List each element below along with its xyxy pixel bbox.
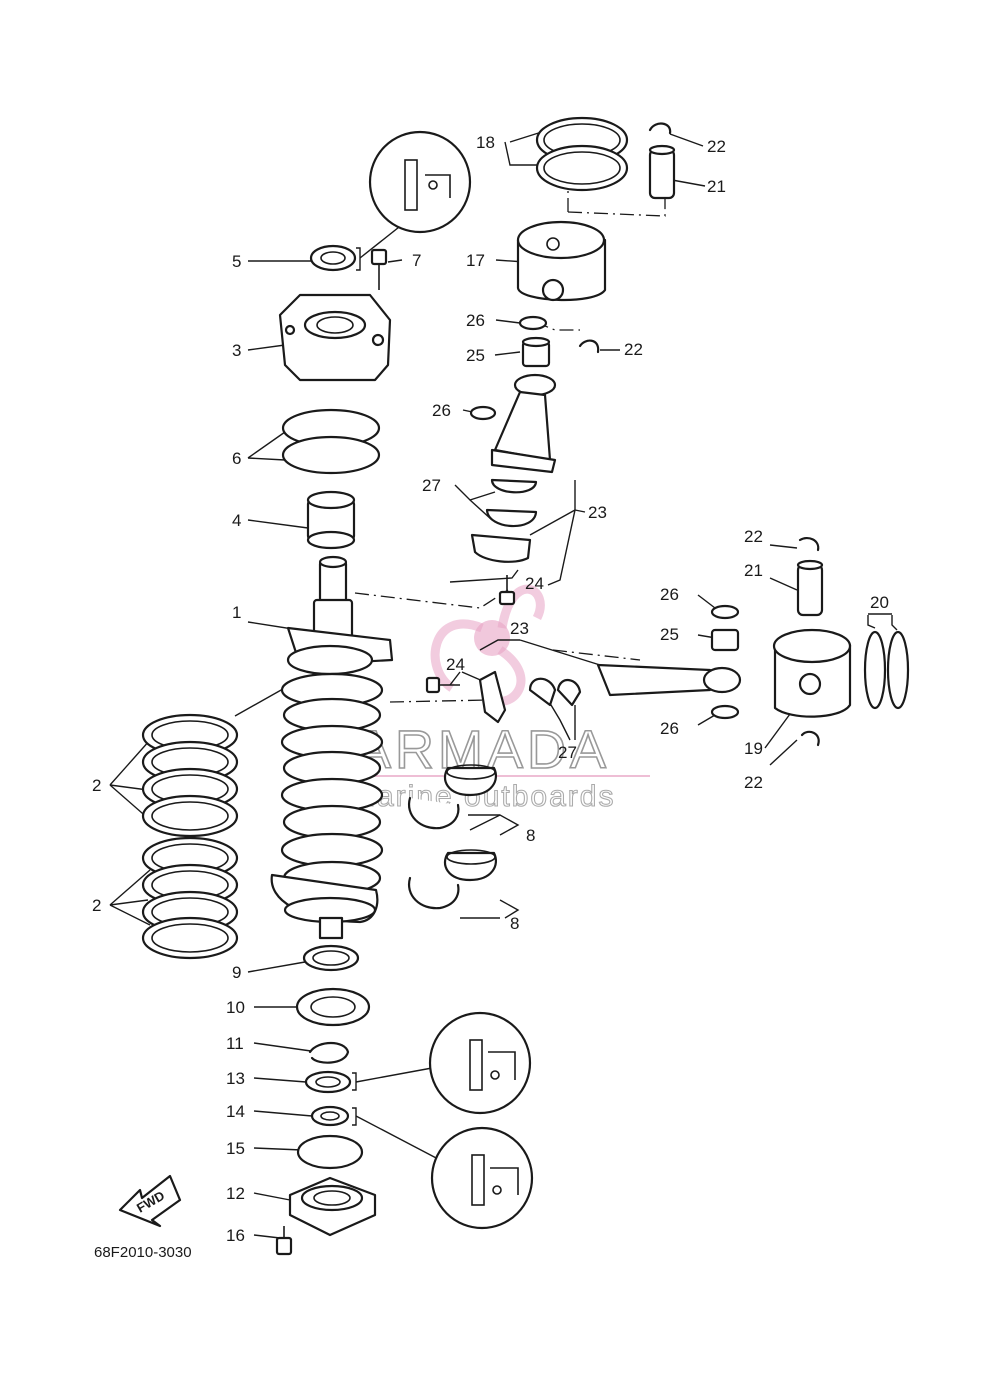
callout-17: 17	[466, 251, 485, 270]
washer-26-right-bottom	[710, 704, 740, 720]
callout-21a: 21	[707, 177, 726, 196]
callout-26c: 26	[660, 585, 679, 604]
rod-cap-top	[470, 533, 532, 563]
seal-9	[302, 944, 360, 972]
callout-15: 15	[226, 1139, 245, 1158]
callout-18: 18	[476, 133, 495, 152]
oil-seal-5	[309, 244, 357, 272]
callout-14: 14	[226, 1102, 245, 1121]
needle-bearing-25-right	[710, 628, 740, 652]
watermark-logo-icon	[430, 584, 545, 707]
callout-8b: 8	[510, 914, 519, 933]
callout-9: 9	[232, 963, 241, 982]
ball-bearing-10	[295, 987, 371, 1027]
callout-22a: 22	[707, 137, 726, 156]
circlip-22-right-bottom	[800, 730, 820, 747]
circlip-22-mid	[578, 339, 600, 354]
detail-circle-lower-2	[430, 1126, 534, 1230]
callout-2a: 2	[92, 776, 101, 795]
rod-bolt-24-top	[498, 575, 516, 606]
callout-8a: 8	[526, 826, 535, 845]
oil-seal-14	[310, 1105, 350, 1127]
callout-4: 4	[232, 511, 241, 530]
callout-16: 16	[226, 1226, 245, 1245]
o-rings-6	[281, 408, 381, 475]
connecting-rod-23-side	[596, 663, 742, 697]
callout-3: 3	[232, 341, 241, 360]
callout-21b: 21	[744, 561, 763, 580]
oil-seal-13	[304, 1070, 352, 1094]
callout-13: 13	[226, 1069, 245, 1088]
leader-lines	[109, 129, 898, 1239]
callout-22c: 22	[744, 527, 763, 546]
bearing-halves-27-side	[528, 677, 582, 707]
main-bearings-8	[407, 764, 497, 910]
diagram-code: 68F2010-3030	[94, 1244, 192, 1261]
callout-2b: 2	[92, 896, 101, 915]
callout-6: 6	[232, 449, 241, 468]
piston-17	[516, 220, 607, 302]
o-ring-15	[296, 1134, 364, 1170]
rod-cap-side	[478, 670, 507, 724]
callout-26a: 26	[466, 311, 485, 330]
callout-7: 7	[412, 251, 421, 270]
callout-25b: 25	[660, 625, 679, 644]
bolt-7	[370, 248, 388, 290]
callout-22b: 22	[624, 340, 643, 359]
callout-23b: 23	[510, 619, 529, 638]
bolt-16	[275, 1226, 293, 1256]
washer-26-top	[518, 315, 548, 331]
circlip-22-top	[648, 122, 672, 135]
piston-rings-stack	[141, 713, 239, 960]
callout-12: 12	[226, 1184, 245, 1203]
callout-27b: 27	[558, 743, 577, 762]
callout-10: 10	[226, 998, 245, 1017]
upper-bearing-housing	[278, 293, 392, 382]
washer-26-right-top	[710, 604, 740, 620]
crankshaft	[270, 555, 394, 940]
callout-26b: 26	[432, 401, 451, 420]
crank-throws	[280, 644, 384, 896]
detail-circle-top	[368, 130, 472, 234]
callouts: 1 2 2 3 4 5 6 7 8 8 9 10 11 12 13 14 15 …	[92, 133, 889, 1245]
fwd-arrow-icon: FWD	[118, 1174, 182, 1228]
callout-25a: 25	[466, 346, 485, 365]
detail-circle-lower-1	[428, 1011, 532, 1115]
lower-housing-12	[288, 1176, 377, 1237]
piston-pin-21-right	[796, 559, 824, 617]
piston-rings-20	[863, 630, 910, 710]
circlip-22-right-top	[798, 536, 820, 552]
callout-19: 19	[744, 739, 763, 758]
bearing-halves-27-top	[485, 478, 538, 528]
callout-24a: 24	[525, 574, 544, 593]
circlip-11	[308, 1041, 350, 1064]
callout-27a: 27	[422, 476, 441, 495]
connecting-rod-23-top	[490, 373, 557, 474]
washer-26-mid	[469, 405, 497, 421]
callout-11: 11	[226, 1034, 244, 1053]
bearing-4	[306, 490, 356, 550]
needle-bearing-25-top	[521, 336, 551, 368]
callout-23a: 23	[588, 503, 607, 522]
piston-rings-18	[535, 116, 629, 192]
callout-24b: 24	[446, 655, 465, 674]
rod-bolt-24-side	[425, 676, 460, 694]
callout-20: 20	[870, 593, 889, 612]
piston-pin-21-top	[648, 144, 676, 200]
callout-26d: 26	[660, 719, 679, 738]
piston-19	[772, 628, 852, 718]
callout-22d: 22	[744, 773, 763, 792]
callout-1: 1	[232, 603, 241, 622]
callout-5: 5	[232, 252, 241, 271]
